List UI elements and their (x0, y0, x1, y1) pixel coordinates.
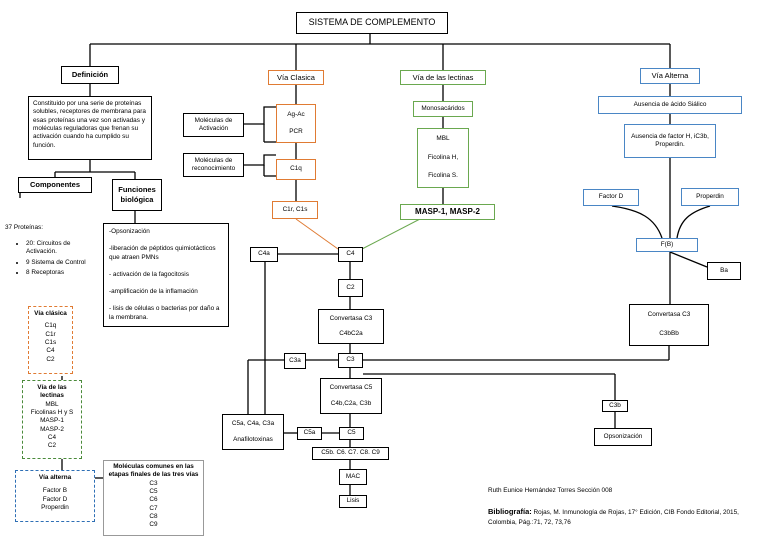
c5b-chain-box: C5b. C6. C7. C8. C9 (312, 447, 389, 460)
c3bbb-label: C3bBb (659, 330, 679, 338)
funciones-heading: Funciones biológica (112, 179, 162, 211)
moleculas-comunes-item: C9 (149, 521, 158, 529)
via-clasica-list-item: C2 (46, 355, 55, 363)
factor-d-box: Factor D (583, 189, 639, 206)
via-clasica-list-item: C4 (46, 347, 55, 355)
componentes-item: 20: Circuitos de Activación. (26, 240, 96, 257)
via-alterna-list-item: Properdin (41, 503, 69, 511)
componentes-list: 20: Circuitos de Activación. 9 Sistema d… (14, 240, 96, 279)
via-lectinas-list: Vía de las lectinas MBL Ficolinas H y S … (22, 380, 82, 459)
via-alterna-list-item: Factor B (42, 487, 68, 495)
funcion-item: - activación de la fagocitosis (109, 270, 189, 278)
c4-box: C4 (338, 247, 363, 262)
ag-ac-label: Ag-Ac (287, 110, 305, 118)
c5a-box: C5a (297, 427, 322, 440)
c1q-box: C1q (276, 159, 316, 180)
c2-box: C2 (338, 279, 363, 297)
c3a-box: C3a (284, 353, 306, 369)
via-lectinas-heading: Vía de las lectinas (400, 70, 486, 85)
author-credit: Ruth Eunice Hernández Torres Sección 008 (488, 487, 613, 494)
fb-box: F(B) (636, 238, 698, 252)
properdin-box: Properdin (681, 188, 739, 206)
via-alterna-list: Vía alterna Factor B Factor D Properdin (15, 470, 95, 522)
via-alterna-heading: Vía Alterna (640, 68, 700, 84)
opsonizacion-box: Opsonización (594, 428, 652, 446)
componentes-total: 37 Proteínas: (5, 224, 44, 231)
via-clasica-list: Vía clásica C1q C1r C1s C4 C2 (28, 306, 73, 374)
convertasa-c3-alterna-box: Convertasa C3 C3bBb (629, 304, 709, 346)
via-clasica-list-item: C1r (45, 330, 56, 338)
definicion-heading: Definición (61, 66, 119, 84)
via-lectinas-list-item: Ficolinas H y S (30, 408, 74, 416)
anafilotoxinas-box: C5a, C4a, C3a Anafilotoxinas (222, 414, 284, 450)
convertasa-c5-box: Convertasa C5 C4b,C2a, C3b (320, 378, 382, 414)
via-lectinas-list-item: C2 (47, 442, 57, 450)
componentes-item: 9 Sistema de Control (26, 259, 96, 267)
c4a-box: C4a (250, 247, 278, 262)
moleculas-comunes-item: C3 (149, 479, 158, 487)
funcion-item: -amplificación de la inflamación (109, 288, 198, 296)
ausencia-sialico-box: Ausencia de ácido Siálico (598, 96, 742, 114)
via-clasica-list-item: C1s (44, 338, 57, 346)
c1r-c1s-box: C1r, C1s (272, 201, 318, 219)
via-clasica-list-heading: Vía clásica (34, 310, 67, 317)
anafilotoxinas-components: C5a, C4a, C3a (231, 419, 275, 427)
c3-box: C3 (338, 353, 363, 368)
moleculas-comunes: Moléculas comunes en las etapas finales … (103, 460, 204, 536)
via-lectinas-list-item: MASP-2 (40, 425, 64, 433)
via-lectinas-list-item: MBL (45, 400, 59, 408)
c4b-c2a-c3b-label: C4b,C2a, C3b (330, 399, 372, 407)
bibliography: Bibliografía: Rojas, M. Inmunología de R… (488, 507, 743, 527)
funcion-item: -Opsonización (109, 228, 150, 235)
moleculas-comunes-item: C8 (149, 512, 158, 520)
via-alterna-list-item: Factor D (42, 495, 68, 503)
via-lectinas-list-item: MASP-1 (40, 417, 64, 425)
c5-box: C5 (339, 427, 364, 440)
ba-box: Ba (707, 262, 741, 280)
funciones-box: -Opsonización -liberación de péptidos qu… (103, 223, 229, 327)
componentes-heading: Componentes (18, 177, 92, 193)
ficolina-h-label: Ficolina H, (427, 153, 459, 161)
via-lectinas-list-heading: Vía de las lectinas (37, 384, 67, 400)
convertasa-c3-box: Convertasa C3 C4bC2a (318, 309, 384, 344)
masp-box: MASP-1, MASP-2 (400, 204, 495, 220)
bibliography-label: Bibliografía: (488, 507, 532, 516)
moleculas-comunes-item: C7 (149, 504, 158, 512)
c3b-box: C3b (602, 400, 628, 412)
lisis-box: Lisis (339, 495, 367, 508)
ag-ac-pcr-box: Ag-Ac PCR (276, 104, 316, 143)
via-alterna-list-heading: Vía alterna (38, 474, 72, 481)
ficolina-s-label: Ficolina S. (428, 172, 458, 180)
moleculas-comunes-item: C6 (149, 496, 158, 504)
moleculas-activacion: Moléculas de Activación (183, 113, 244, 137)
moleculas-comunes-item: C5 (149, 487, 158, 495)
mac-box: MAC (339, 469, 367, 485)
c4bc2a-label: C4bC2a (339, 330, 363, 338)
convertasa-c5-label: Convertasa C5 (329, 383, 373, 391)
funcion-item: -liberación de péptidos quimiotácticos q… (109, 245, 216, 261)
bibliography-text: Rojas, M. Inmunología de Rojas, 17° Edic… (488, 509, 739, 526)
pcr-label: PCR (289, 128, 303, 136)
componentes-item: 8 Receptoras (26, 269, 96, 277)
anafilotoxinas-label: Anafilotoxinas (233, 435, 273, 443)
mbl-ficolinas-box: MBL Ficolina H, Ficolina S. (417, 128, 469, 188)
via-clasica-heading: Vía Clasica (268, 70, 324, 85)
funcion-item: - lisis de células o bacterias por daño … (109, 305, 220, 321)
mbl-label: MBL (436, 135, 450, 143)
via-clasica-list-item: C1q (44, 322, 57, 330)
via-lectinas-list-item: C4 (47, 433, 57, 441)
ausencia-factor-box: Ausencia de factor H, iC3b, Properdin. (624, 124, 716, 158)
convertasa-c3-alterna-label: Convertasa C3 (647, 311, 691, 319)
moleculas-reconocimiento: Moléculas de reconocimiento (183, 153, 244, 177)
definicion-text: Constituido por una serie de proteínas s… (28, 96, 152, 160)
diagram-title: SISTEMA DE COMPLEMENTO (296, 12, 448, 34)
convertasa-c3-label: Convertasa C3 (329, 314, 373, 322)
monosacaridos-box: Monosacáridos (413, 101, 473, 117)
moleculas-comunes-heading: Moléculas comunes en las etapas finales … (108, 463, 199, 479)
